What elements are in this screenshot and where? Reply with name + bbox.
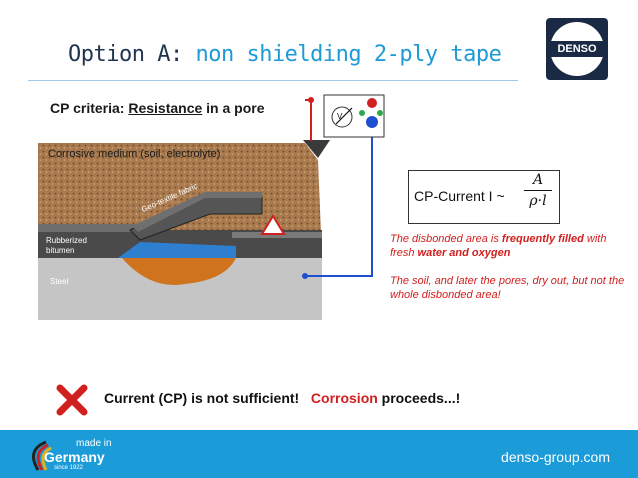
warning-icon [260, 214, 286, 235]
blue-wire-terminal [302, 273, 308, 279]
positive-terminal-icon [367, 98, 377, 108]
footer-bar [0, 430, 638, 478]
fraction-bar [524, 190, 552, 191]
page-title: Option A: non shielding 2-ply tape [68, 42, 502, 67]
rubberized-label: Rubberized [46, 236, 87, 245]
note1-part-a: The disbonded area is [390, 233, 502, 245]
conclusion-corrosion: Corrosion [310, 390, 378, 406]
note-disbonded-area: The disbonded area is frequently filled … [390, 232, 630, 260]
title-divider [28, 80, 518, 81]
tape-outer-left [38, 224, 138, 232]
conclusion-part-c: proceeds...! [377, 390, 461, 406]
denso-logo: DENSO [546, 18, 608, 80]
red-wire-terminal [308, 97, 314, 103]
logo-text: DENSO [550, 41, 604, 57]
badge-made-in: made in [76, 438, 112, 449]
conclusion-text: Current (CP) is not sufficient! Corrosio… [104, 390, 460, 406]
water-pocket [118, 242, 236, 258]
formula-fraction: A ρ·l [524, 172, 552, 209]
made-in-germany-badge: made in Germany since 1922 [24, 436, 124, 474]
cp-criteria-suffix: in a pore [206, 100, 265, 116]
badge-swoosh-icon [32, 440, 52, 471]
voltmeter-dial [331, 106, 353, 128]
note1-part-b: frequently filled [501, 233, 584, 245]
pore-funnel [303, 140, 330, 158]
cp-criteria-keyword: Resistance [128, 100, 203, 116]
formula-denominator: ρ·l [529, 193, 547, 209]
note-dry-out: The soil, and later the pores, dry out, … [390, 275, 625, 301]
badge-since: since 1922 [54, 465, 84, 471]
voltmeter-label: V [337, 112, 343, 121]
voltmeter-needle [335, 107, 353, 125]
footer-url[interactable]: denso-group.com [501, 449, 610, 465]
corrosion-pit [122, 258, 236, 285]
bitumen-label: bitumen [46, 246, 75, 255]
conclusion-part-a: Current (CP) is not sufficient! [104, 390, 300, 406]
formula-text: CP-Current I ~ [414, 188, 505, 204]
note1-part-d: water and oxygen [417, 247, 511, 259]
blue-wire [305, 120, 373, 277]
steel-label: Steel [50, 277, 69, 286]
geotextile-strip [132, 192, 262, 232]
badge-country: Germany [44, 449, 105, 465]
negative-terminal-icon [366, 116, 378, 128]
note1-part-c: with fresh [390, 233, 607, 259]
formula-box [408, 170, 560, 224]
formula-numerator: A [532, 172, 544, 188]
cp-criteria-heading: CP criteria: Resistance in a pore [50, 100, 265, 116]
title-highlight: non shielding 2-ply tape [195, 42, 502, 67]
fail-x-icon [56, 384, 88, 416]
cp-criteria-label: CP criteria: [50, 100, 125, 116]
title-prefix: Option A: [68, 42, 183, 67]
medium-label: Corrosive medium (soil, electrolyte) [48, 148, 221, 160]
red-wire [305, 99, 312, 141]
terminal-green-icon [359, 110, 365, 116]
terminal-green-icon [377, 110, 383, 116]
